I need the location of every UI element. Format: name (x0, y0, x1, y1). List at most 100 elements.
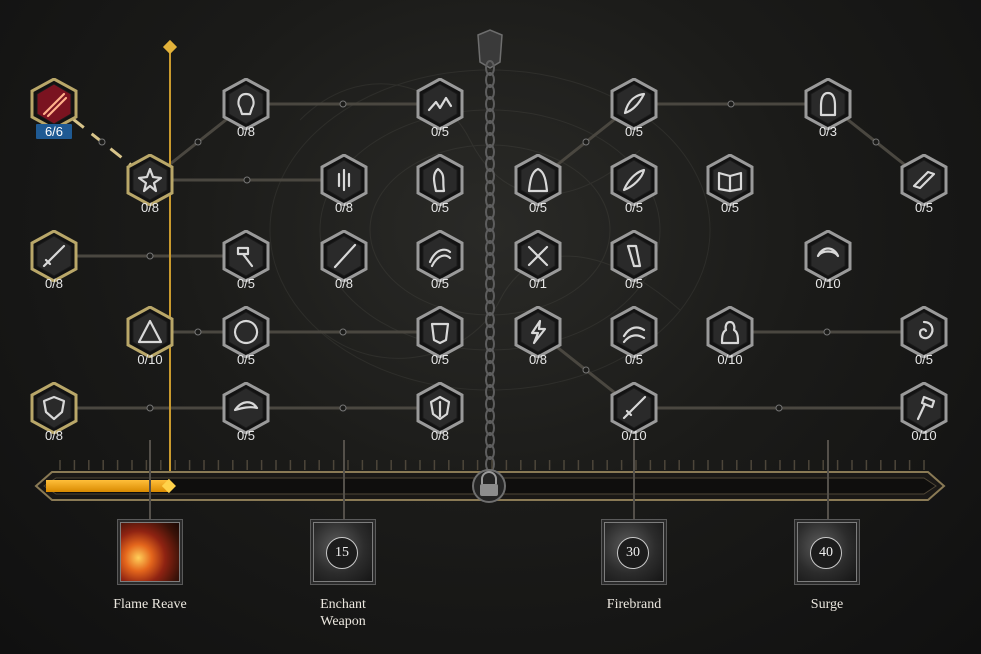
link-dot (872, 138, 880, 146)
passive-node-wing-slash[interactable]: 0/5 (220, 382, 272, 443)
passive-node-ornate-shield[interactable]: 0/8 (414, 382, 466, 443)
crossed-swords-icon (527, 245, 549, 267)
chain-link (485, 336, 495, 352)
passive-node-hammer[interactable]: 0/5 (220, 230, 272, 291)
chain-link (485, 180, 495, 196)
passive-node-flaming-skull[interactable]: 0/8 (220, 78, 272, 139)
fire-burst-icon (137, 167, 163, 193)
guide-top-diamond (162, 39, 178, 55)
blade-icon (333, 243, 357, 269)
link-dot (727, 100, 735, 108)
skill-firebrand[interactable]: 30 Firebrand (574, 522, 694, 613)
passive-node-shadow-figure[interactable]: 0/5 (414, 154, 466, 215)
swirl-icon (918, 320, 934, 340)
chain-link (485, 156, 495, 172)
node-frame (610, 306, 658, 358)
chain-link (485, 360, 495, 376)
node-points: 0/8 (44, 276, 64, 291)
passive-node-lightning-strike[interactable]: 0/8 (512, 306, 564, 367)
chain-link (485, 108, 495, 124)
node-points: 0/3 (818, 124, 838, 139)
locked-skill-icon: 40 (797, 522, 857, 582)
chain-link (485, 324, 495, 340)
node-frame (30, 382, 78, 434)
chain-link (485, 132, 495, 148)
chain-link (485, 60, 495, 76)
progress-bar (34, 460, 946, 503)
link-dot (339, 328, 347, 336)
passive-node-crossed-swords[interactable]: 0/1 (512, 230, 564, 291)
chain-link (485, 72, 495, 88)
link-dot (775, 404, 783, 412)
passive-node-leaf-blade[interactable]: 0/5 (608, 154, 660, 215)
passive-node-crescent-slash[interactable]: 0/10 (802, 230, 854, 291)
feather-icon (623, 92, 646, 115)
chain-link (485, 96, 495, 112)
chain-link (485, 420, 495, 436)
node-points: 0/8 (430, 428, 450, 443)
passive-node-warrior-portrait[interactable]: 0/10 (704, 306, 756, 367)
node-points: 0/5 (236, 352, 256, 367)
passive-node-flame-slash[interactable]: 6/6 (28, 78, 80, 139)
chain-link (485, 144, 495, 160)
link-dot (243, 176, 251, 184)
node-points: 0/5 (720, 200, 740, 215)
node-points: 0/8 (334, 200, 354, 215)
node-points: 0/5 (430, 200, 450, 215)
passive-node-greatsword[interactable]: 0/10 (608, 382, 660, 443)
passive-node-shield[interactable]: 0/8 (28, 382, 80, 443)
skill-name: Firebrand (606, 597, 662, 612)
chain-link (485, 228, 495, 244)
node-points: 0/8 (236, 124, 256, 139)
node-frame (416, 154, 464, 206)
passive-node-fire-burst[interactable]: 0/8 (124, 154, 176, 215)
progress-fill (46, 480, 169, 492)
node-frame (222, 230, 270, 282)
flame-wing-icon (120, 522, 180, 582)
chain-link (485, 348, 495, 364)
wind-slash-icon (622, 326, 646, 344)
skill-surge[interactable]: 40 Surge (767, 522, 887, 613)
link-dot (146, 404, 154, 412)
passive-node-scale-shield[interactable]: 0/5 (220, 306, 272, 367)
link-dot (339, 404, 347, 412)
node-points: 0/10 (717, 352, 743, 367)
passive-node-wind-slash[interactable]: 0/5 (608, 306, 660, 367)
chain-link (485, 276, 495, 292)
passive-node-sword[interactable]: 0/8 (28, 230, 80, 291)
node-points: 0/5 (914, 352, 934, 367)
locked-skill-icon: 15 (313, 522, 373, 582)
passive-node-armor[interactable]: 0/5 (414, 306, 466, 367)
node-points: 0/10 (137, 352, 163, 367)
chain-link (485, 300, 495, 316)
chain-link (485, 120, 495, 136)
passive-node-broken-blade[interactable]: 0/5 (898, 154, 950, 215)
shadow-figure-icon (432, 167, 446, 193)
passive-node-claw[interactable]: 0/5 (414, 230, 466, 291)
link-dot (194, 328, 202, 336)
passive-node-warhammer[interactable]: 0/10 (898, 382, 950, 443)
passive-node-feather[interactable]: 0/5 (608, 78, 660, 139)
node-points: 0/5 (528, 200, 548, 215)
passive-node-spark-droplets[interactable]: 0/8 (318, 154, 370, 215)
lock-icon (472, 469, 506, 503)
chain-link (485, 408, 495, 424)
warrior-portrait-icon (720, 320, 740, 345)
scale-shield-icon (233, 319, 259, 345)
skill-name: Flame Reave (113, 597, 187, 612)
skill-flame-reave[interactable]: Flame Reave (90, 522, 210, 613)
passive-node-crackling-ground[interactable]: 0/5 (414, 78, 466, 139)
passive-node-triangle-rune[interactable]: 0/10 (124, 306, 176, 367)
passive-node-hilt[interactable]: 0/5 (608, 230, 660, 291)
passive-node-hooded-figure[interactable]: 0/5 (512, 154, 564, 215)
node-frame (416, 306, 464, 358)
chain-link (485, 264, 495, 280)
passive-node-swirl[interactable]: 0/5 (898, 306, 950, 367)
passive-node-ghost[interactable]: 0/3 (802, 78, 854, 139)
passive-node-blade[interactable]: 0/8 (318, 230, 370, 291)
node-points: 0/5 (624, 352, 644, 367)
chain-link (485, 240, 495, 256)
passive-node-open-book[interactable]: 0/5 (704, 154, 756, 215)
skill-enchant-weapon[interactable]: 15 Enchant Weapon (283, 522, 403, 630)
